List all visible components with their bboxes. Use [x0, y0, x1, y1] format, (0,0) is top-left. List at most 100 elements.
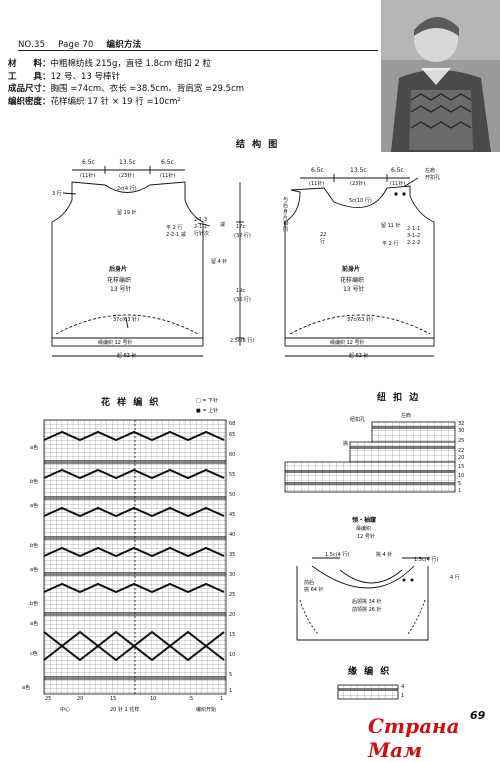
button-band-pick: 挑: [343, 441, 349, 447]
front-dim-left: 6.5c: [311, 167, 324, 174]
color-label: a色: [30, 567, 39, 573]
row-label: 35: [229, 552, 236, 558]
band-row: 30: [458, 428, 465, 434]
front-side-note: 与后身片相同: [283, 197, 289, 233]
row-label: 40: [229, 532, 236, 538]
neck-armpick: 前后挑 64 针: [304, 580, 324, 593]
col-label: 15: [110, 696, 117, 702]
band-row: 32: [458, 421, 465, 427]
band-row: 10: [458, 473, 465, 479]
back-sts-left: (11针): [80, 173, 96, 179]
row-label: 5: [229, 672, 233, 678]
neck-pick4: 挑 4 针: [376, 552, 393, 558]
row-label: 50: [229, 492, 236, 498]
front-name: 前身片: [342, 266, 361, 273]
chart-center: 中心: [60, 707, 71, 713]
front-rib: 缘编织 12 号针: [330, 340, 365, 346]
pattern-chart-title: 花 样 编 织: [101, 398, 161, 408]
back-name: 后身片: [109, 266, 128, 273]
front-sts-right: (11针): [390, 181, 406, 187]
button-band-title: 纽 扣 边: [377, 393, 421, 403]
back-cast: 留 19 针: [117, 210, 137, 216]
color-label: a色: [22, 685, 31, 691]
material-row: 材 料：中粗棉纺线 215g，直径 1.8cm 纽扣 2 粒: [8, 59, 212, 69]
neck-center1: 后领挑 34 针: [352, 599, 382, 605]
band-row: 5: [458, 481, 462, 487]
header-line: NO.35 Page 70 编织方法: [18, 38, 151, 50]
legend-purl: ■ = 上针: [196, 408, 219, 414]
legend-knit: □ = 下针: [196, 398, 219, 404]
edge-row: 4: [401, 684, 405, 690]
page-ref: Page 70: [58, 40, 94, 50]
back-needle: 13 号针: [110, 286, 132, 293]
edge-title: 缘 编 织: [348, 667, 392, 677]
back-rib-h: 2.5c(6 行): [230, 338, 255, 344]
front-button-label: 左肩开扣孔: [425, 168, 441, 181]
band-row: 1: [458, 488, 462, 494]
row-label: 20: [229, 612, 236, 618]
back-h17r: (32 行): [234, 233, 251, 239]
neck-center2: 前领挑 26 针: [352, 607, 382, 613]
section-title: 编织方法: [106, 40, 142, 50]
band-row: 20: [458, 455, 465, 461]
front-cast: 留 11 针: [381, 223, 401, 229]
back-sts-mid: (23针): [119, 173, 135, 179]
pattern-number: NO.35: [18, 40, 46, 50]
color-label: a色: [30, 445, 39, 451]
color-label: c色: [30, 651, 38, 657]
band-row: 15: [458, 464, 465, 470]
page-number: 69: [470, 709, 486, 722]
edge-row: 1: [401, 693, 405, 699]
row-label: 60: [229, 452, 236, 458]
col-label: 10: [150, 696, 157, 702]
neck-left-dim: 1.5c(4 行): [325, 552, 350, 558]
back-width: 37c(63 针): [113, 317, 139, 323]
front-flat: 平 2 行: [382, 241, 399, 247]
chart-repeat: 20 针 1 花样: [110, 707, 140, 713]
color-label: b色: [30, 601, 39, 607]
back-dim-mid: 13.5c: [119, 159, 136, 166]
front-dim-right: 6.5c: [391, 167, 404, 174]
row-label: 55: [229, 472, 236, 478]
row-label: 1: [229, 688, 233, 694]
back-dim-right: 6.5c: [161, 159, 174, 166]
neck-arm-pattern: 缘编织: [356, 526, 372, 532]
front-sts-left: (11针): [309, 181, 325, 187]
band-row: 22: [458, 448, 465, 454]
color-label: b色: [30, 543, 39, 549]
col-label: 5: [190, 696, 194, 702]
materials-block: 材 料：中粗棉纺线 215g，直径 1.8cm 纽扣 2 粒 工 具：12 号、…: [8, 58, 244, 108]
material-row: 编织密度：花样编织 17 针 × 19 行 =10cm²: [8, 96, 181, 107]
chart-start: 编织开始: [196, 707, 217, 713]
button-band-side: 左肩: [401, 413, 412, 419]
back-rib: 缘编织 12 号针: [98, 340, 133, 346]
back-rows3: 3 行: [52, 191, 62, 197]
color-label: b色: [30, 479, 39, 485]
neck-right-dim: 1.5c(4 行): [414, 557, 439, 563]
material-row: 工 具：12 号、13 号棒针: [8, 71, 121, 82]
row-label: 68: [229, 421, 236, 427]
back-h19r: (36 行): [234, 297, 251, 303]
col-label: 20: [77, 696, 84, 702]
front-neck: 5c(10 行): [349, 198, 372, 204]
row-label: 30: [229, 572, 236, 578]
back-start: 起 63 针: [117, 353, 137, 359]
back-sts-right: (11针): [160, 173, 176, 179]
back-h19: 19c: [236, 288, 246, 294]
row-label: 15: [229, 632, 236, 638]
col-label: 1: [220, 696, 224, 702]
row-label: 10: [229, 652, 236, 658]
material-row: 成品尺寸：胸围 =74cm、衣长 =38.5cm、背肩宽 =29.5cm: [8, 84, 245, 95]
back-dim-left: 6.5c: [82, 159, 95, 166]
row-label: 65: [229, 432, 236, 438]
neck-right-rows: 4 行: [450, 575, 460, 581]
back-leave4: 留 4 针: [211, 259, 228, 265]
row-label: 25: [229, 592, 236, 598]
back-neck: 2c(4 行): [117, 186, 137, 192]
front-dim-mid: 13.5c: [350, 167, 367, 174]
structure-title: 结 构 图: [236, 140, 280, 150]
front-start: 起 63 针: [349, 353, 369, 359]
